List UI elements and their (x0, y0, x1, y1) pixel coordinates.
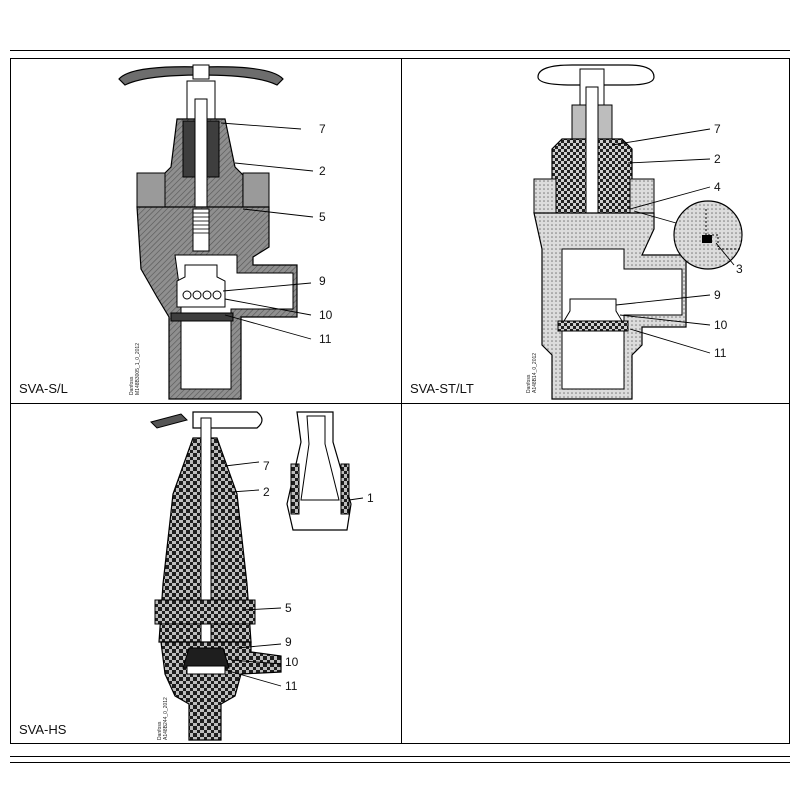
callout-10: 10 (714, 318, 728, 332)
callout-9: 9 (714, 288, 721, 302)
bottom-rule-1 (10, 756, 790, 757)
panel-title: SVA-HS (19, 722, 67, 737)
callout-5: 5 (285, 601, 292, 615)
thread (192, 208, 210, 252)
valve-drawing-sva-s-l: 7 2 5 9 10 11 (118, 64, 333, 400)
seat (170, 312, 234, 322)
leader-lines (224, 461, 364, 687)
drawing-credit: Danfoss A148B14_0_2012 (526, 353, 538, 393)
sleeve-hatch-right (340, 463, 350, 515)
detail-link (633, 210, 677, 224)
callout-2: 2 (263, 485, 270, 499)
detail-seal (702, 235, 712, 243)
sleeve-hatch-left (290, 463, 300, 515)
callout-11: 11 (714, 346, 727, 360)
credit-code: A148B244_0_2012 (163, 697, 169, 740)
cone (563, 298, 623, 322)
panel-title: SVA-ST/LT (410, 381, 474, 396)
panel-empty (401, 403, 790, 744)
drawing-credit: Danfoss A148B244_0_2012 (157, 697, 169, 740)
callout-9: 9 (285, 635, 292, 649)
seat (186, 665, 226, 675)
leader-lines (611, 128, 735, 354)
callout-7: 7 (319, 122, 326, 136)
valve-drawing-sva-hs: 7 2 1 5 9 10 11 (150, 411, 374, 741)
callout-11: 11 (285, 679, 298, 693)
callout-3: 3 (736, 262, 743, 276)
credit-code: A148B14_0_2012 (532, 352, 538, 393)
callout-5: 5 (319, 210, 326, 224)
sleeve-inner (300, 415, 340, 501)
callout-2: 2 (319, 164, 326, 178)
panel-title: SVA-S/L (19, 381, 68, 396)
panel-sva-hs: 7 2 1 5 9 10 11 Danfoss A148B244_0_2012 … (10, 403, 402, 744)
flange-right (242, 172, 270, 208)
panel-sva-s-l: 7 2 5 9 10 11 Danfoss M148B3005_1_0_2012… (10, 58, 402, 404)
callout-10: 10 (319, 308, 333, 322)
callout-10: 10 (285, 655, 299, 669)
thread-lines (193, 212, 209, 234)
callout-1: 1 (367, 491, 374, 505)
handwheel (118, 66, 284, 86)
flange-left (136, 172, 166, 208)
callout-9: 9 (319, 274, 326, 288)
handle-arm (150, 413, 188, 429)
credit-code: M148B3005_1_0_2012 (135, 343, 141, 395)
callout-7: 7 (714, 122, 721, 136)
leader-lines (220, 122, 314, 340)
valve-drawing-sva-st-lt: 7 2 4 3 9 10 11 (533, 64, 743, 400)
drawing-credit: Danfoss M148B3005_1_0_2012 (129, 343, 141, 395)
bottom-rule-2 (10, 762, 790, 763)
detail-insert (705, 209, 742, 250)
flange-right (629, 178, 655, 214)
callout-4: 4 (714, 180, 721, 194)
top-rule (10, 50, 790, 51)
callout-11: 11 (319, 332, 332, 346)
flange-left (533, 178, 557, 214)
panel-sva-st-lt: 7 2 4 3 9 10 11 Danfoss A148B14_0_2012 S… (401, 58, 790, 404)
flange (154, 599, 256, 625)
ball-ring (182, 290, 222, 300)
body-cavity (561, 248, 683, 390)
seat (557, 320, 629, 332)
callout-2: 2 (714, 152, 721, 166)
callout-7: 7 (263, 459, 270, 473)
handwheel-nut (192, 64, 210, 80)
cone (182, 647, 230, 669)
